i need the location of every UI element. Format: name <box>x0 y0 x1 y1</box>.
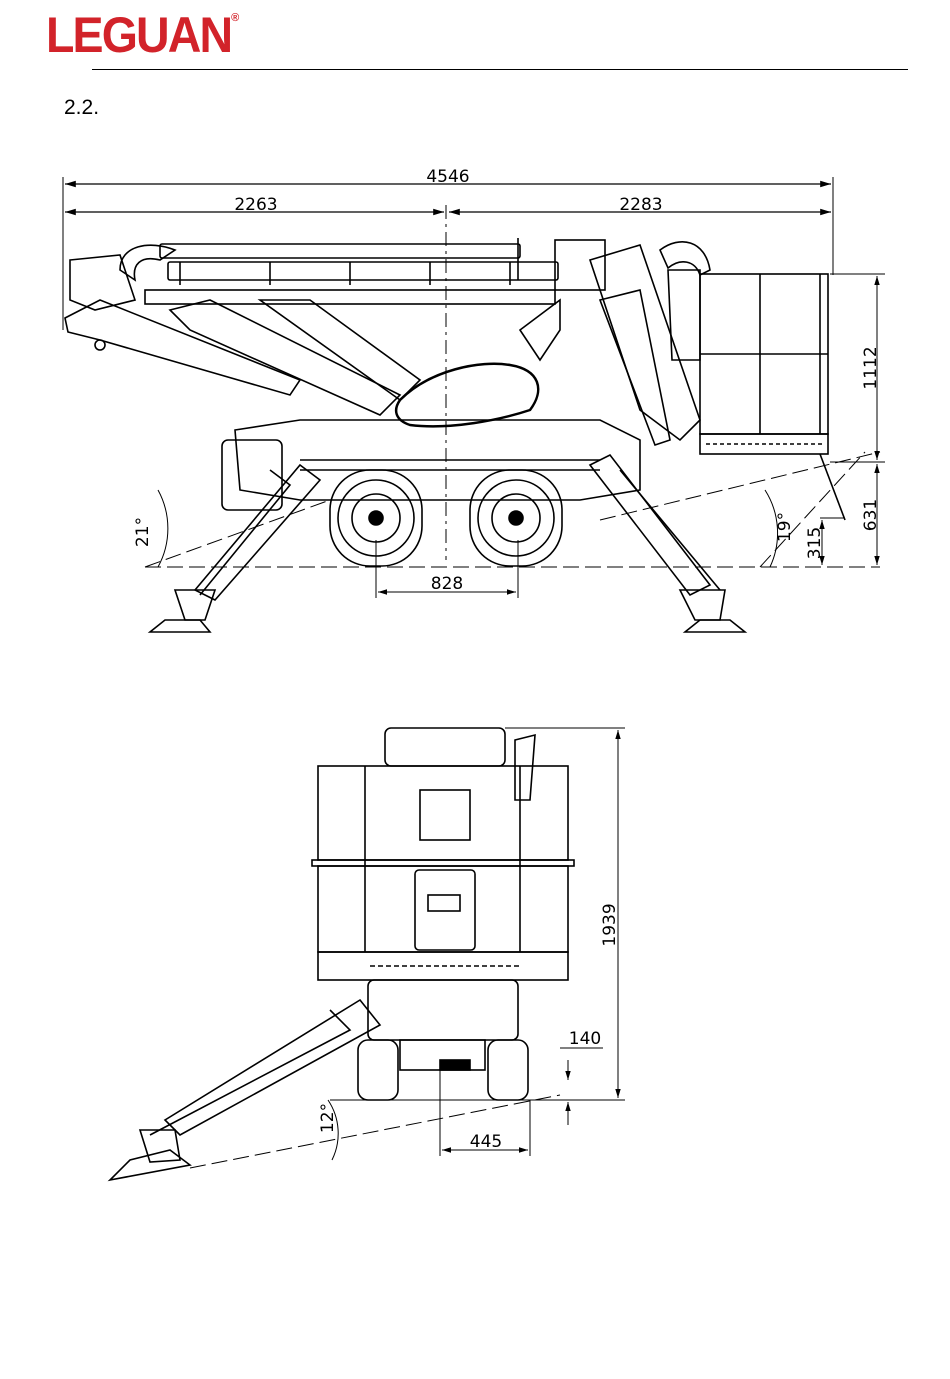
platform-basket <box>700 274 845 520</box>
rear-ground-lines <box>190 1095 570 1168</box>
outrigger-left <box>150 465 320 632</box>
wheel-rear <box>470 470 562 566</box>
chassis <box>222 420 640 510</box>
side-view <box>63 177 885 632</box>
rear-basket <box>312 728 574 980</box>
rear-outrigger <box>110 1000 380 1180</box>
label-right-height: 631 <box>861 499 881 531</box>
rear-dims <box>440 728 625 1156</box>
label-rear-length: 2283 <box>619 195 662 215</box>
rear-chassis <box>358 980 528 1100</box>
dim-overall-length <box>63 177 833 330</box>
label-rear-height: 1939 <box>600 903 620 946</box>
outrigger-right <box>590 455 745 632</box>
label-rear-angle: 12° <box>318 1103 338 1133</box>
boom <box>65 238 605 426</box>
label-angle-right: 19° <box>775 512 795 542</box>
label-rear-track: 445 <box>470 1132 502 1152</box>
label-ground-clearance: 315 <box>805 527 825 559</box>
label-wheelbase: 828 <box>431 574 463 594</box>
rear-view <box>110 728 625 1180</box>
label-front-length: 2263 <box>234 195 277 215</box>
platform-arm <box>590 242 710 445</box>
label-platform-height: 1112 <box>861 346 881 389</box>
label-rear-offset: 140 <box>569 1029 601 1049</box>
label-overall-length: 4546 <box>426 167 469 187</box>
label-angle-left: 21° <box>133 517 153 547</box>
